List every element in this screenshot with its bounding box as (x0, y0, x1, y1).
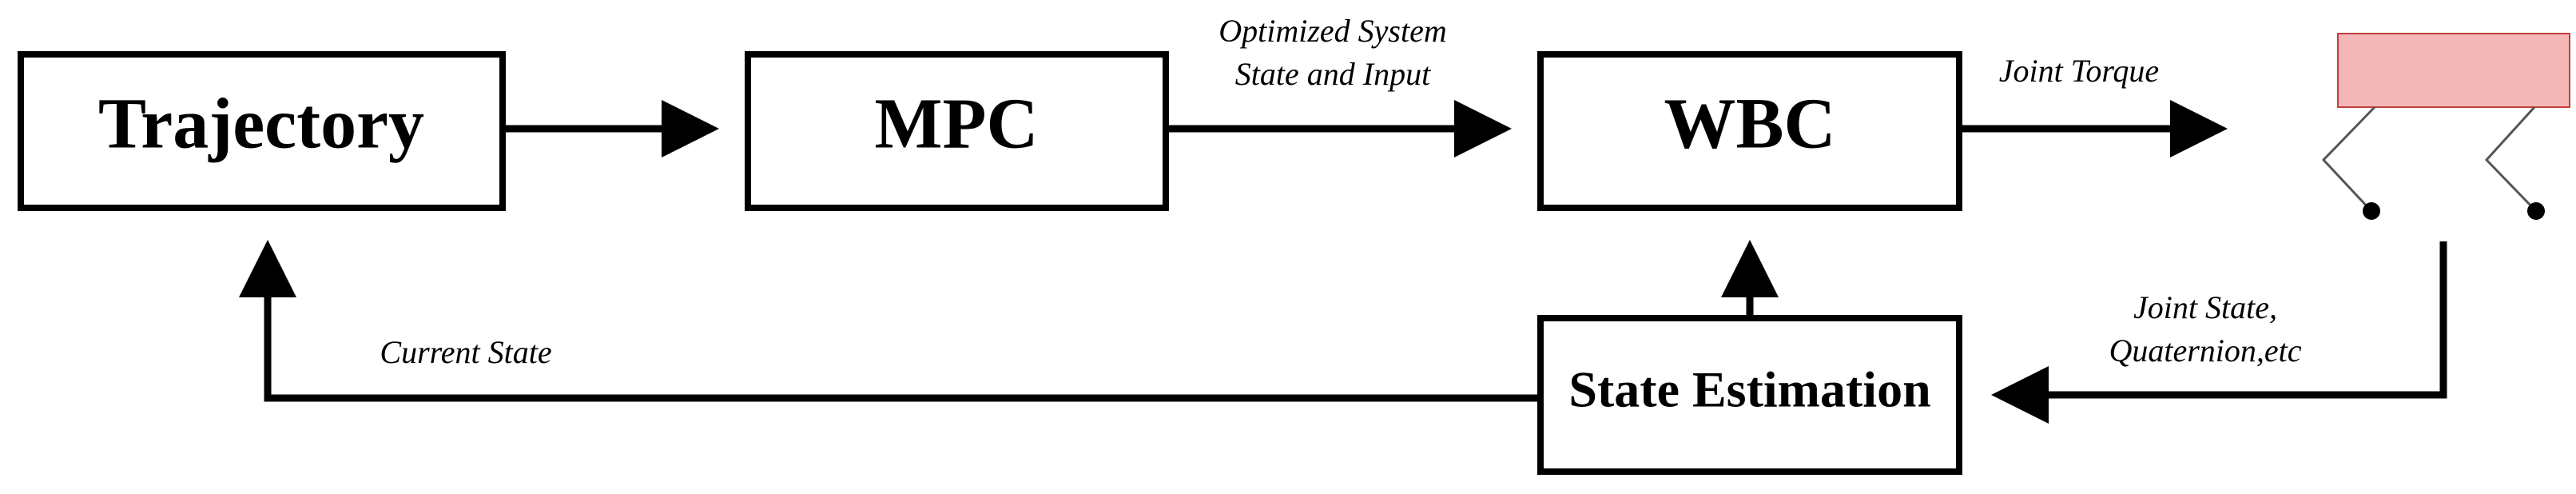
joint-state-label-line2: Quaternion,etc (2109, 333, 2301, 369)
wbc-label: WBC (1664, 85, 1835, 164)
robot-leg-left (2321, 106, 2376, 211)
arrow-robot-to-estimation (1991, 241, 2447, 424)
arrow-estimation-to-trajectory (239, 240, 1537, 402)
robot-foot-left (2363, 202, 2380, 220)
robot-leg-right (2484, 106, 2536, 211)
legged-robot-icon (2321, 33, 2570, 220)
current-state-label: Current State (380, 334, 551, 370)
joint-state-label-line1: Joint State, (2133, 289, 2277, 325)
robot-body (2337, 33, 2570, 108)
trajectory-label: Trajectory (98, 85, 424, 164)
wbc-block: WBC (1537, 51, 1962, 211)
state-estimation-block: State Estimation (1537, 315, 1962, 475)
optimized-state-label-line1: Optimized System (1218, 13, 1447, 49)
mpc-label: MPC (875, 85, 1039, 164)
robot-foot-right (2527, 202, 2545, 220)
state-estimation-label: State Estimation (1568, 361, 1930, 418)
joint-torque-label: Joint Torque (1999, 53, 2159, 89)
optimized-state-label-line2: State and Input (1235, 56, 1431, 92)
mpc-block: MPC (745, 51, 1169, 211)
trajectory-block: Trajectory (18, 51, 506, 211)
